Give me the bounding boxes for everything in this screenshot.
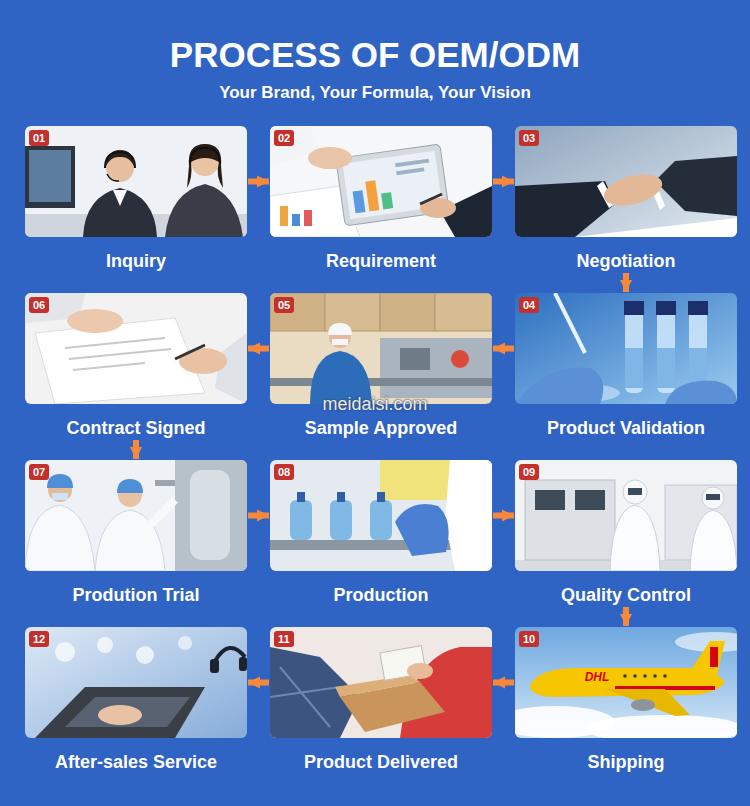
step-number: 07 [29,464,49,480]
step-label: Negotiation [515,250,737,272]
process-step: 12After-sales Service [25,627,247,773]
step-photo: 03 [515,126,737,237]
flow-arrow [493,346,514,352]
watermark: meidaisi.com [275,393,475,415]
step-number: 02 [274,130,294,146]
step-number: 09 [519,464,539,480]
flow-arrow [493,179,514,185]
flow-arrow [248,179,269,185]
flow-arrow [248,513,269,519]
flow-arrow [493,680,514,686]
step-label: Production [270,584,492,606]
title: PROCESS OF OEM/ODM [0,35,750,75]
after-sales-photo [25,627,247,738]
step-label: Requirement [270,250,492,272]
step-number: 03 [519,130,539,146]
step-photo: 06 [25,293,247,404]
step-label: After-sales Service [25,751,247,773]
step-photo: 05 [270,293,492,404]
step-label: Product Delivered [270,751,492,773]
step-photo: 01 [25,126,247,237]
requirement-photo [270,126,492,237]
step-photo: 02 [270,126,492,237]
quality-photo [515,460,737,571]
step-photo: 10 [515,627,737,738]
process-step: 02Requirement [270,126,492,272]
step-photo: 08 [270,460,492,571]
delivered-photo [270,627,492,738]
flow-arrow [493,513,514,519]
step-number: 11 [274,631,294,647]
process-step: 01Inquiry [25,126,247,272]
logo-text: DHL [572,670,622,684]
step-number: 08 [274,464,294,480]
negotiation-photo [515,126,737,237]
step-label: Prodution Trial [25,584,247,606]
flow-arrow [248,680,269,686]
step-photo: 09 [515,460,737,571]
flow-arrow [623,607,629,626]
step-label: Product Validation [515,417,737,439]
step-number: 10 [519,631,539,647]
process-step: 06Contract Signed [25,293,247,439]
sample-photo [270,293,492,404]
process-step: 07Prodution Trial [25,460,247,606]
contract-photo [25,293,247,404]
step-label: Sample Approved [270,417,492,439]
subtitle: Your Brand, Your Formula, Your Vision [0,82,750,104]
step-number: 12 [29,631,49,647]
step-photo: 04 [515,293,737,404]
flow-arrow [623,273,629,292]
trial-photo [25,460,247,571]
step-number: 05 [274,297,294,313]
process-step: 04Product Validation [515,293,737,439]
step-label: Inquiry [25,250,247,272]
process-step: 11Product Delivered [270,627,492,773]
step-number: 01 [29,130,49,146]
step-photo: 12 [25,627,247,738]
process-step: 09Quality Control [515,460,737,606]
validation-photo [515,293,737,404]
inquiry-photo [25,126,247,237]
process-step: 08Production [270,460,492,606]
process-step: 03Negotiation [515,126,737,272]
step-label: Quality Control [515,584,737,606]
step-label: Contract Signed [25,417,247,439]
production-photo [270,460,492,571]
process-step: 10Shipping [515,627,737,773]
step-number: 06 [29,297,49,313]
shipping-photo [515,627,737,738]
step-label: Shipping [515,751,737,773]
process-step: 05Sample Approved [270,293,492,439]
step-photo: 11 [270,627,492,738]
step-photo: 07 [25,460,247,571]
flow-arrow [133,440,139,459]
step-number: 04 [519,297,539,313]
flow-arrow [248,346,269,352]
